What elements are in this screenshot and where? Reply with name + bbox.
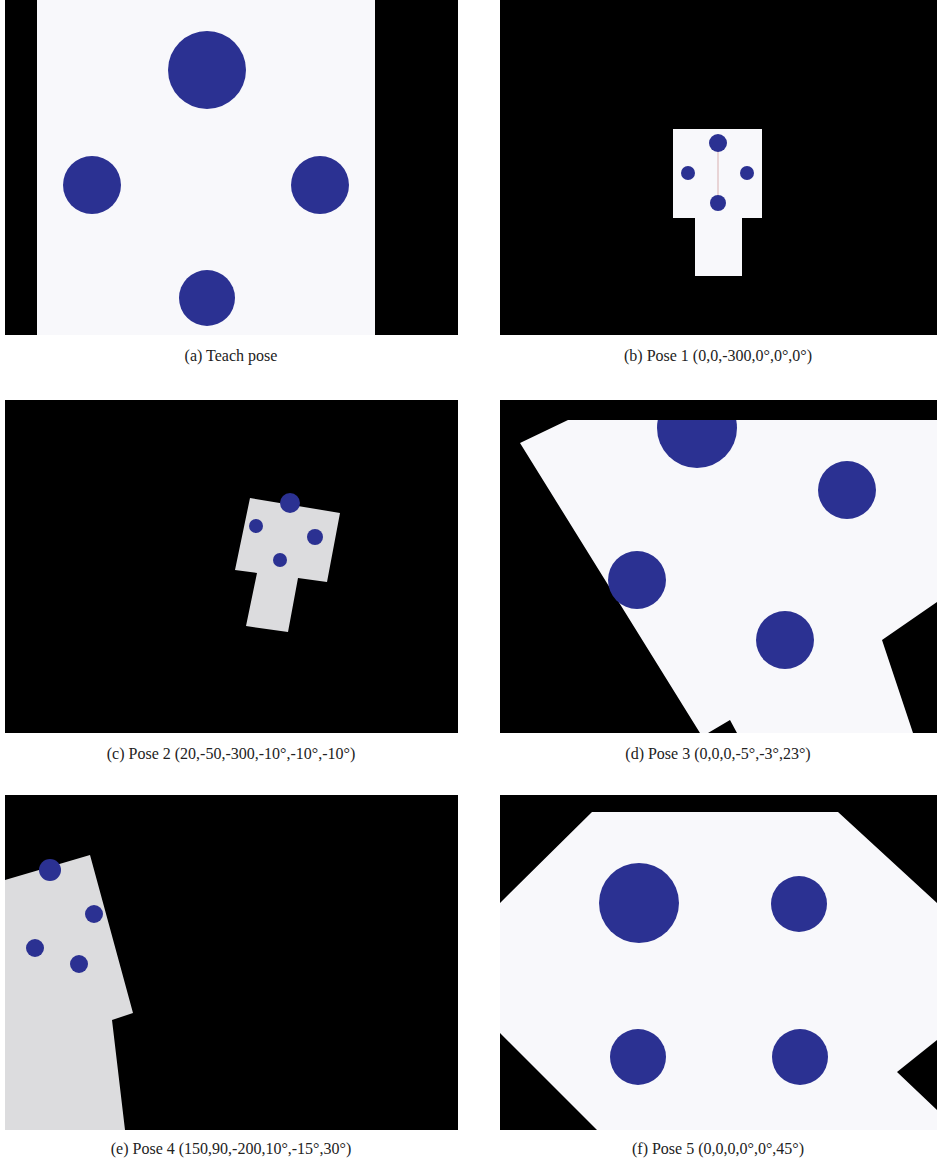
pose2-image: [5, 400, 458, 733]
caption: (d) Pose 3 (0,0,0,-5°,-3°,23°): [625, 745, 810, 763]
teach-pose-image: [5, 0, 458, 335]
pose4-image: [5, 795, 458, 1130]
pose5-image: [500, 795, 937, 1130]
caption: (f) Pose 5 (0,0,0,0°,0°,45°): [632, 1140, 804, 1158]
pose1-image: [500, 0, 937, 335]
caption: (c) Pose 2 (20,-50,-300,-10°,-10°,-10°): [107, 745, 355, 763]
caption: (e) Pose 4 (150,90,-200,10°,-15°,30°): [111, 1140, 352, 1158]
caption: (b) Pose 1 (0,0,-300,0°,0°,0°): [624, 347, 812, 365]
pose3-image: [500, 388, 937, 733]
caption: (a) Teach pose: [185, 347, 278, 365]
